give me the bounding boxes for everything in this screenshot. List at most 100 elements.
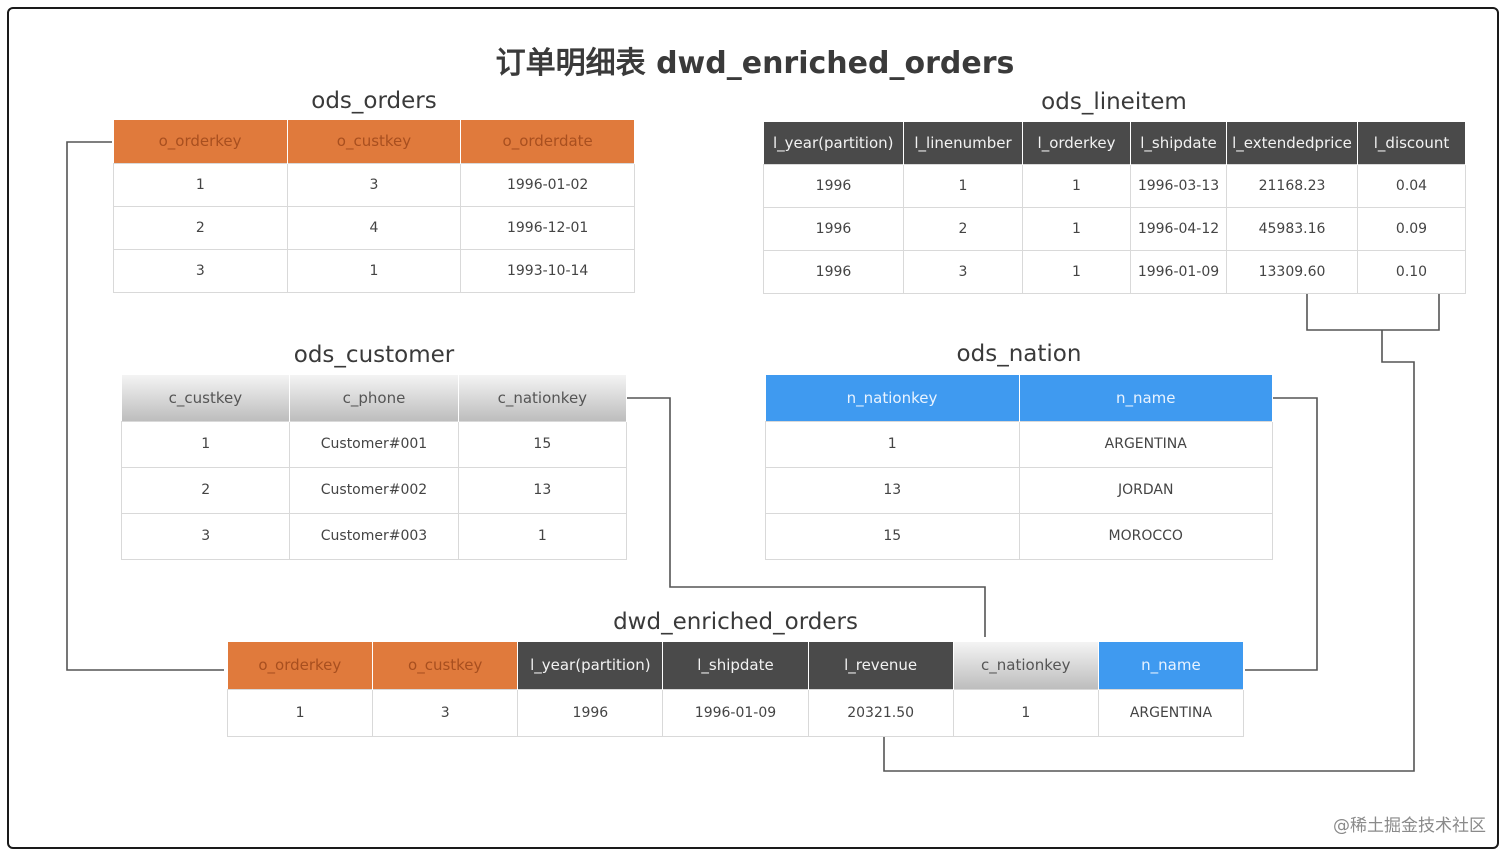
ods-lineitem-table: l_year(partition) l_linenumber l_orderke… (763, 122, 1466, 294)
table-cell: 1 (1022, 163, 1131, 208)
table-row: 3 1 1993-10-14 (113, 248, 635, 293)
table-row: 2 4 1996-12-01 (113, 205, 635, 250)
table-cell: 1996-01-02 (460, 162, 635, 207)
table-cell: 1996-04-12 (1130, 206, 1227, 251)
column-header: o_orderkey (227, 642, 374, 689)
table-row: 1 3 1996 1996-01-09 20321.50 1 ARGENTINA (226, 688, 1245, 737)
table-cell: 1 (903, 163, 1023, 208)
table-row: 3 Customer#003 1 (120, 512, 628, 560)
ods-customer-caption: ods_customer (293, 342, 455, 368)
column-header: l_shipdate (1130, 122, 1227, 164)
table-cell: 1 (113, 162, 288, 207)
table-cell: 3 (903, 249, 1023, 294)
table-cell: 45983.16 (1226, 206, 1358, 251)
table-row: 15 MOROCCO (765, 512, 1273, 560)
table-cell: 3 (372, 688, 519, 737)
table-cell: 1 (952, 688, 1099, 737)
column-header: l_discount (1357, 122, 1466, 164)
table-row: 1996 2 1 1996-04-12 45983.16 0.09 (763, 206, 1466, 251)
connector-orders-dwd (66, 141, 224, 671)
table-cell: 1 (120, 420, 291, 468)
table-row: 1 3 1996-01-02 (113, 162, 635, 207)
table-cell: 0.04 (1357, 163, 1466, 208)
table-row: 1996 1 1 1996-03-13 21168.23 0.04 (763, 163, 1466, 208)
table-cell: 1996-12-01 (460, 205, 635, 250)
ods-customer-table: c_custkey c_phone c_nationkey 1 Customer… (120, 375, 628, 560)
table-row: 1 ARGENTINA (765, 420, 1273, 468)
column-header: c_nationkey (953, 642, 1099, 689)
table-cell: 1996 (763, 206, 904, 251)
table-cell: ARGENTINA (1018, 420, 1273, 468)
table-cell: 3 (113, 248, 288, 293)
table-row: 2 Customer#002 13 (120, 466, 628, 514)
table-cell: Customer#002 (289, 466, 459, 514)
table-cell: 1996 (763, 249, 904, 294)
table-row: 1996 3 1 1996-01-09 13309.60 0.10 (763, 249, 1466, 294)
connector-lineitem-bracket (1306, 292, 1440, 331)
table-row: 13 JORDAN (765, 466, 1273, 514)
column-header: n_name (1098, 642, 1245, 689)
table-cell: 3 (120, 512, 291, 560)
column-header: l_year(partition) (517, 642, 664, 689)
diagram-title: 订单明细表 dwd_enriched_orders (495, 46, 1015, 81)
column-header: l_orderkey (1022, 122, 1131, 164)
table-cell: 1 (457, 512, 628, 560)
column-header: l_extendedprice (1226, 122, 1358, 164)
table-cell: 13 (765, 466, 1020, 514)
column-header: n_nationkey (765, 375, 1020, 421)
table-cell: ARGENTINA (1097, 688, 1245, 737)
ods-lineitem-caption: ods_lineitem (1041, 89, 1187, 115)
column-header: o_custkey (372, 642, 519, 689)
table-cell: 1 (1022, 249, 1131, 294)
table-cell: 15 (765, 512, 1020, 560)
table-cell: 2 (113, 205, 288, 250)
table-cell: 1993-10-14 (460, 248, 635, 293)
dwd-enriched-orders-table: o_orderkey o_custkey l_year(partition) l… (226, 642, 1245, 737)
watermark: @稀土掘金技术社区 (1333, 816, 1486, 836)
table-cell: 0.09 (1357, 206, 1466, 251)
column-header: c_nationkey (458, 375, 628, 421)
ods-orders-caption: ods_orders (311, 88, 437, 114)
connector-lineitem-revenue (883, 330, 1415, 772)
column-header: l_revenue (808, 642, 954, 689)
table-cell: 2 (903, 206, 1023, 251)
table-cell: 2 (120, 466, 291, 514)
table-cell: 21168.23 (1226, 163, 1358, 208)
table-cell: 1996-03-13 (1130, 163, 1227, 208)
table-cell: 3 (286, 162, 462, 207)
table-cell: 1996-01-09 (662, 688, 809, 737)
column-header: c_phone (289, 375, 459, 421)
table-cell: 1 (226, 688, 374, 737)
table-cell: 15 (457, 420, 628, 468)
column-header: n_name (1019, 375, 1273, 421)
table-cell: 1 (1022, 206, 1131, 251)
table-cell: 1996 (763, 163, 904, 208)
table-cell: Customer#001 (289, 420, 459, 468)
table-cell: 0.10 (1357, 249, 1466, 294)
column-header: l_linenumber (903, 122, 1023, 164)
table-cell: 1996 (517, 688, 664, 737)
ods-nation-table: n_nationkey n_name 1 ARGENTINA 13 JORDAN… (765, 375, 1273, 560)
table-row: 1 Customer#001 15 (120, 420, 628, 468)
table-cell: Customer#003 (289, 512, 459, 560)
ods-orders-table: o_orderkey o_custkey o_orderdate 1 3 199… (113, 120, 635, 293)
table-cell: 1996-01-09 (1130, 249, 1227, 294)
column-header: o_orderkey (113, 120, 288, 163)
table-cell: 4 (286, 205, 462, 250)
column-header: o_orderdate (460, 120, 635, 163)
ods-nation-caption: ods_nation (956, 341, 1082, 367)
table-cell: MOROCCO (1018, 512, 1273, 560)
connector-customer-dwd (627, 397, 986, 637)
connector-nation-dwd (1245, 397, 1318, 671)
table-cell: 20321.50 (807, 688, 954, 737)
table-cell: 1 (765, 420, 1020, 468)
dwd-enriched-orders-caption: dwd_enriched_orders (613, 609, 858, 635)
table-cell: 1 (286, 248, 462, 293)
table-cell: JORDAN (1018, 466, 1273, 514)
column-header: l_year(partition) (763, 122, 904, 164)
table-cell: 13309.60 (1226, 249, 1358, 294)
column-header: l_shipdate (662, 642, 809, 689)
table-cell: 13 (457, 466, 628, 514)
column-header: o_custkey (287, 120, 462, 163)
